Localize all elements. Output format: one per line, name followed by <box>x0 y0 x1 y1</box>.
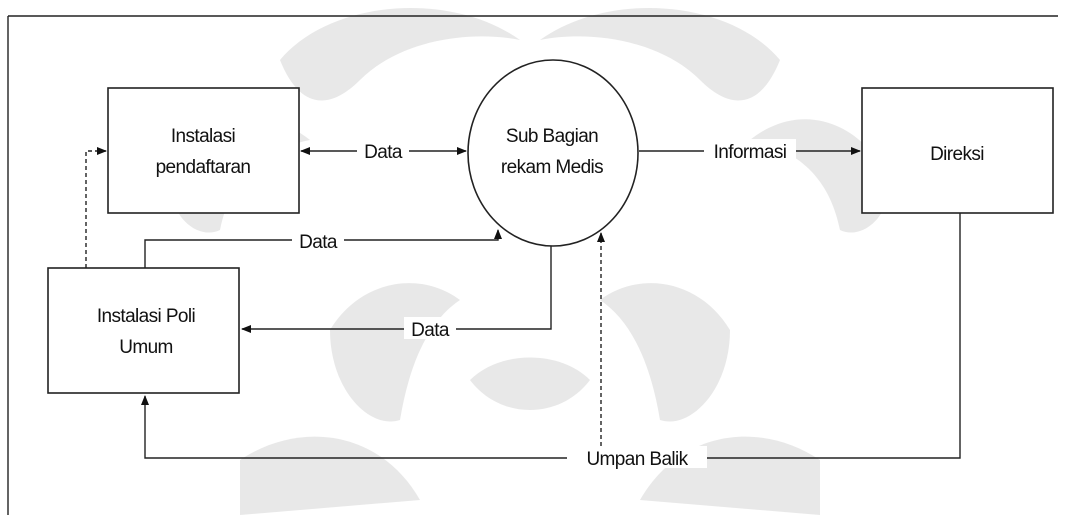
node-direksi <box>861 87 1054 214</box>
flow-direksi-poli <box>141 213 961 459</box>
node-instalasi-poli-umum <box>47 267 240 394</box>
node-instalasi-poli-line2: Umum <box>119 337 173 358</box>
flow-label-umpan-balik: Umpan Balik <box>586 449 688 470</box>
node-direksi-label: Direksi <box>930 144 984 165</box>
node-instalasi-pendaftaran-line2: pendaftaran <box>156 157 251 178</box>
node-sub-bagian-line1: Sub Bagian <box>506 126 598 147</box>
node-instalasi-pendaftaran <box>107 87 300 214</box>
node-instalasi-pendaftaran-line1: Instalasi <box>171 126 235 147</box>
flow-label-data-2: Data <box>299 232 338 253</box>
node-instalasi-poli-line1: Instalasi Poli <box>97 306 195 327</box>
flow-label-data-1: Data <box>364 142 403 163</box>
flow-label-data-3: Data <box>411 320 450 341</box>
flow-poli-pendaftaran-dashed <box>85 147 107 268</box>
flow-sub-poli <box>241 246 552 333</box>
node-sub-bagian-line2: rekam Medis <box>501 157 603 178</box>
node-sub-bagian-rekam-medis <box>467 59 639 247</box>
flow-label-informasi: Informasi <box>714 142 787 163</box>
